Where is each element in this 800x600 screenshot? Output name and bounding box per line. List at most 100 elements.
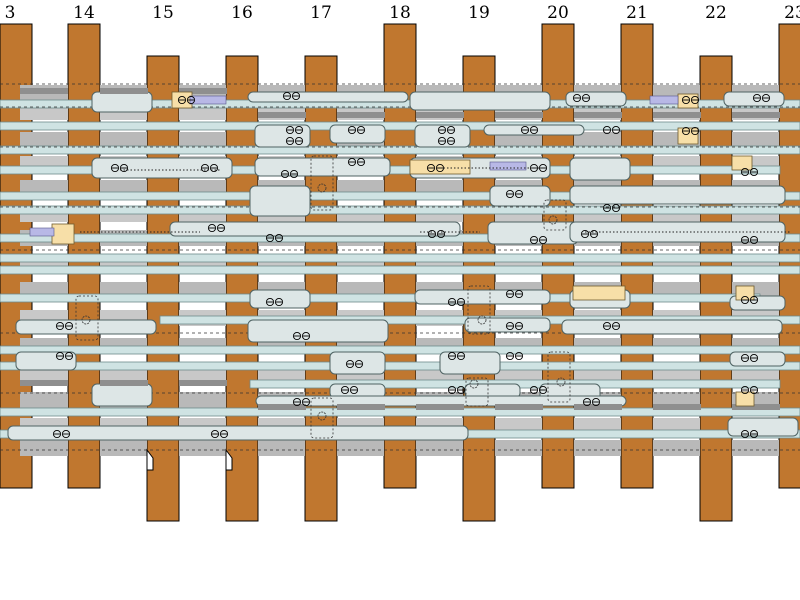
component-block xyxy=(249,185,311,217)
screw-pair-icon xyxy=(427,229,446,239)
gray-stripe xyxy=(179,440,226,456)
column-label: 22 xyxy=(705,3,727,23)
component-block xyxy=(169,221,461,237)
dashed-connector-icon xyxy=(75,295,99,341)
column-label: 15 xyxy=(152,3,174,23)
connector-pin xyxy=(548,215,558,225)
gray-stripe xyxy=(732,440,779,456)
dashed-connector-icon xyxy=(310,155,334,211)
screw-pair-icon xyxy=(265,233,284,243)
trace-strip xyxy=(0,293,761,303)
dashed-connector-icon xyxy=(310,397,334,439)
gray-stripe xyxy=(20,392,68,408)
lavender-pad xyxy=(29,227,55,237)
screw-pair-icon xyxy=(505,189,524,199)
screw-pair-icon xyxy=(529,235,548,245)
component-block xyxy=(247,91,409,103)
rail-cap xyxy=(653,112,701,118)
screw-pair-icon xyxy=(110,163,129,173)
yellow-pad xyxy=(735,391,755,407)
yellow-pad xyxy=(731,155,753,171)
screw-pair-icon xyxy=(292,397,311,407)
screw-pair-icon xyxy=(52,429,71,439)
screw-pair-icon xyxy=(572,93,591,103)
component-block xyxy=(569,157,631,181)
component-block xyxy=(409,91,551,111)
screw-pair-icon xyxy=(207,223,226,233)
trace-strip xyxy=(0,191,800,201)
component-block xyxy=(329,124,386,144)
trace-strip xyxy=(0,345,800,355)
screw-pair-icon xyxy=(520,125,539,135)
dashed-connector-icon xyxy=(465,377,489,407)
gray-stripe xyxy=(574,132,621,148)
column-label: 14 xyxy=(73,3,95,23)
column-label: 20 xyxy=(547,3,569,23)
component-block xyxy=(487,221,579,245)
copper-finger xyxy=(699,55,733,522)
gray-stripe xyxy=(653,440,700,456)
component-block xyxy=(249,289,311,309)
gray-stripe xyxy=(100,440,147,456)
component-block xyxy=(727,417,799,437)
gray-stripe xyxy=(416,440,463,456)
trace-strip xyxy=(0,407,800,417)
gray-stripe xyxy=(337,440,384,456)
connector-pin xyxy=(477,315,487,325)
rail-cap xyxy=(495,404,543,410)
screw-pair-icon xyxy=(340,385,359,395)
connector-pin xyxy=(317,411,327,421)
trace-strip xyxy=(0,205,800,215)
dashed-connector-icon xyxy=(543,199,567,231)
screw-pair-icon xyxy=(285,136,304,146)
screw-pair-icon xyxy=(347,125,366,135)
component-block xyxy=(7,425,469,441)
column-label: 3 xyxy=(4,3,16,23)
gray-stripe xyxy=(20,440,68,456)
column-label: 23 xyxy=(784,3,800,23)
yellow-pad xyxy=(572,285,626,301)
screw-pair-icon xyxy=(55,321,74,331)
screw-pair-icon xyxy=(740,429,759,439)
screw-pair-icon xyxy=(177,95,196,105)
rail-cap xyxy=(179,380,227,386)
component-block xyxy=(464,317,551,333)
trace-strip xyxy=(0,145,800,155)
screw-pair-icon xyxy=(447,385,466,395)
component-block xyxy=(15,319,157,335)
component-block xyxy=(91,157,233,179)
lavender-pad xyxy=(189,95,227,105)
rail-cap xyxy=(732,404,780,410)
copper-finger xyxy=(225,55,259,522)
component-block xyxy=(414,289,551,305)
column-label: 16 xyxy=(231,3,253,23)
rail-cap xyxy=(337,404,385,410)
component-block xyxy=(414,124,471,148)
screw-pair-icon xyxy=(505,289,524,299)
component-block xyxy=(569,185,786,205)
screw-pair-icon xyxy=(505,321,524,331)
screw-pair-icon xyxy=(505,351,524,361)
trace-strip xyxy=(0,361,800,371)
rail-cap xyxy=(653,404,701,410)
gray-stripe xyxy=(100,132,147,148)
component-block xyxy=(439,351,501,375)
trace-strip xyxy=(0,253,800,263)
finger-notch xyxy=(225,448,233,471)
rail-cap xyxy=(20,88,68,94)
rail-cap xyxy=(416,112,464,118)
screw-pair-icon xyxy=(437,125,456,135)
yellow-pad xyxy=(677,127,699,145)
trace-strip xyxy=(0,121,800,131)
screw-pair-icon xyxy=(752,93,771,103)
screw-pair-icon xyxy=(580,229,599,239)
connector-pin xyxy=(556,377,566,387)
screw-pair-icon xyxy=(437,136,456,146)
rail-cap xyxy=(179,88,227,94)
screw-pair-icon xyxy=(740,295,759,305)
screw-pair-icon xyxy=(55,351,74,361)
rail-cap xyxy=(574,404,622,410)
rail-cap xyxy=(258,112,306,118)
